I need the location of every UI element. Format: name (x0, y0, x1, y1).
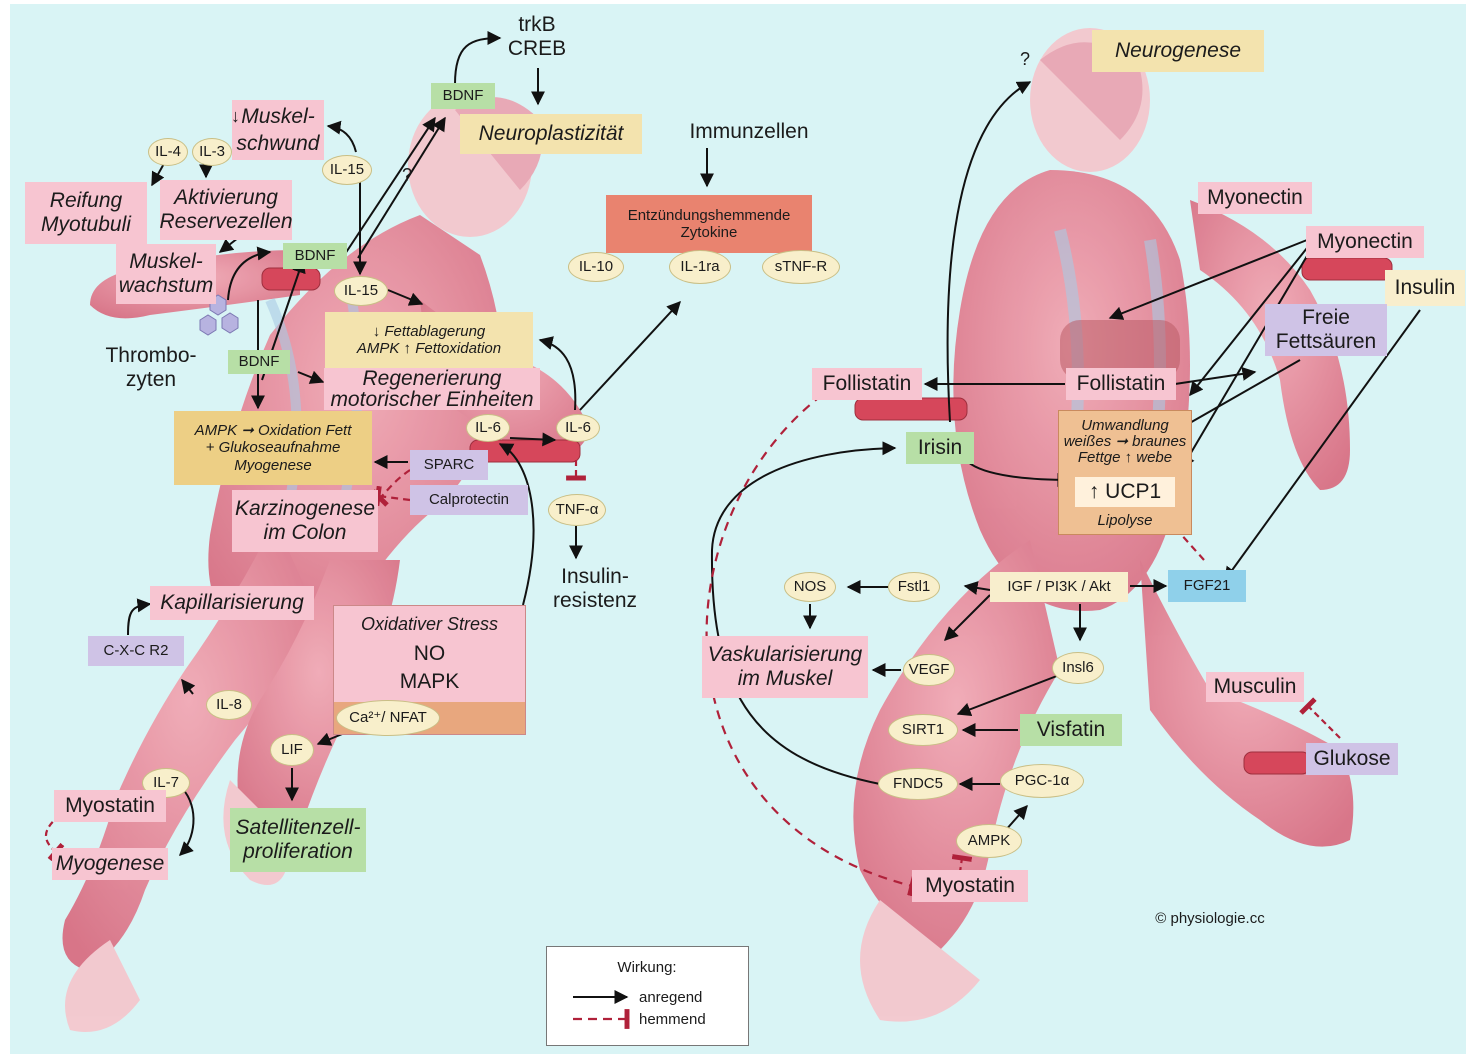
oxidative-stress-label: Oxidativer Stress (334, 610, 525, 638)
motor-unit-regeneration-box: Regenerierung motorischer Einheiten (324, 368, 540, 410)
glucose-box: Glukose (1306, 743, 1398, 775)
follistatin-left-box: Follistatin (812, 368, 922, 400)
mapk-label: MAPK (334, 668, 525, 696)
neurogenesis-box: Neurogenese (1092, 30, 1264, 72)
muscle-wasting-text: Muskel- schwund (237, 103, 320, 158)
bdnf-mid-box: BDNF (283, 243, 347, 269)
fgf21-box: FGF21 (1168, 570, 1246, 602)
tnfa-oval: TNF-α (548, 494, 606, 526)
fndc5-oval: FNDC5 (878, 768, 958, 800)
capillarization-box: Kapillarisierung (150, 586, 314, 620)
lipolysis-label: Lipolyse (1059, 509, 1191, 533)
insulin-box: Insulin (1385, 270, 1465, 306)
fstl1-oval: Fstl1 (888, 572, 940, 602)
trkb-creb-label: trkB CREB (506, 8, 568, 66)
copyright-label: © physiologie.cc (1136, 906, 1284, 932)
satellite-cell-proliferation-box: Satellitenzell- proliferation (230, 808, 366, 872)
legend-title: Wirkung: (547, 957, 747, 979)
immune-cells-label: Immunzellen (680, 117, 818, 147)
ampk-oxidation-box: AMPK ➞ Oxidation Fett + Glukoseaufnahme … (174, 411, 372, 485)
legend-activating-label: anregend (639, 987, 729, 1009)
il3-oval: IL-3 (192, 138, 232, 166)
il6-a-oval: IL-6 (466, 414, 510, 442)
il15-mid-oval: IL-15 (334, 276, 388, 306)
maturation-myotubes-box: Reifung Myotubuli (25, 182, 147, 244)
il1ra-oval: IL-1ra (669, 250, 731, 284)
il15-top-oval: IL-15 (322, 155, 372, 185)
no-label: NO (334, 640, 525, 668)
muscle-wasting-box: ↓ Muskel- schwund (232, 100, 324, 160)
vascularization-box: Vaskularisierung im Muskel (702, 636, 868, 698)
ca-nfat-oval: Ca²⁺/ NFAT (336, 700, 440, 736)
follistatin-right-box: Follistatin (1066, 368, 1176, 400)
muscle-wasting-arrow: ↓ (231, 105, 240, 128)
musculin-box: Musculin (1206, 672, 1304, 702)
stnfr-oval: sTNF-R (762, 250, 840, 284)
calprotectin-box: Calprotectin (410, 485, 528, 515)
question-mark-left: ? (397, 162, 417, 188)
anti-inflammatory-cytokines-box: Entzündungshemmende Zytokine (606, 195, 812, 253)
sirt1-oval: SIRT1 (888, 714, 958, 746)
irisin-box: Irisin (906, 432, 974, 464)
il6-b-oval: IL-6 (556, 414, 600, 442)
cxcr2-box: C-X-C R2 (88, 636, 184, 666)
carcinogenesis-box: Karzinogenese im Colon (232, 490, 378, 552)
free-fatty-acids-box: Freie Fettsäuren (1265, 304, 1387, 356)
ampk-oval: AMPK (956, 824, 1022, 858)
il10-oval: IL-10 (568, 252, 624, 282)
fat-oxidation-box: ↓ Fettablagerung AMPK ↑ Fettoxidation (325, 312, 533, 368)
myostatin-left-box: Myostatin (54, 790, 166, 822)
igf-pi3k-akt-box: IGF / PI3K / Akt (990, 572, 1128, 602)
reserve-cell-activation-box: Aktivierung Reservezellen (160, 180, 292, 240)
bdnf-top-box: BDNF (431, 83, 495, 109)
neuroplasticity-box: Neuroplastizität (460, 114, 642, 154)
pgc1a-oval: PGC-1α (1000, 764, 1084, 798)
muscle-growth-box: Muskel- wachstum (116, 244, 216, 304)
myonectin-1-box: Myonectin (1198, 182, 1312, 214)
thrombocytes-label: Thrombo- zyten (92, 340, 210, 396)
il4-oval: IL-4 (148, 138, 188, 166)
myogenesis-box: Myogenese (52, 848, 168, 880)
insl6-oval: Insl6 (1052, 652, 1104, 684)
myostatin-right-box: Myostatin (912, 870, 1028, 902)
brown-fat-conversion-panel: Umwandlung weißes ➞ braunes Fettge ↑ web… (1058, 410, 1192, 535)
legend-inhibiting-label: hemmend (639, 1009, 729, 1031)
insulin-resistance-label: Insulin- resistenz (548, 560, 642, 618)
visfatin-box: Visfatin (1020, 714, 1122, 746)
sparc-box: SPARC (410, 450, 488, 480)
question-mark-right: ? (1015, 46, 1035, 72)
ucp1-label: ↑ UCP1 (1075, 477, 1175, 507)
myonectin-2-box: Myonectin (1306, 226, 1424, 258)
vegf-oval: VEGF (903, 654, 955, 686)
lif-oval: LIF (270, 734, 314, 766)
nos-oval: NOS (784, 572, 836, 602)
conversion-label: Umwandlung weißes ➞ braunes Fettge ↑ web… (1059, 413, 1191, 471)
legend: Wirkung: anregend hemmend (546, 946, 749, 1046)
il8-oval: IL-8 (206, 690, 252, 720)
bdnf-low-box: BDNF (228, 350, 290, 374)
